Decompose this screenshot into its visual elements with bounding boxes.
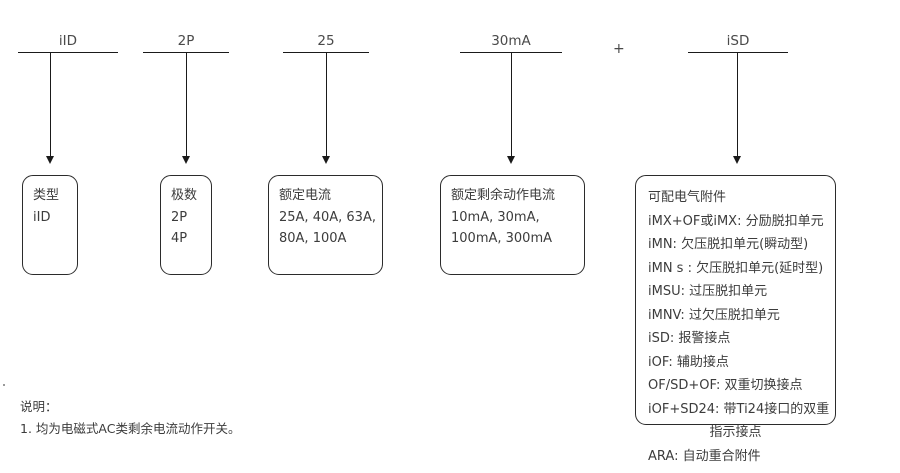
notes-block: 说明： 1. 均为电磁式AC类剩余电流动作开关。 xyxy=(20,396,240,440)
accessory-item: OF/SD+OF: 双重切换接点 xyxy=(648,378,803,393)
plus-symbol: + xyxy=(613,41,625,57)
accessory-item: iSD: 报警接点 xyxy=(648,331,731,346)
accessory-item: iMSU: 过压脱扣单元 xyxy=(648,284,768,299)
connector-arrowhead-poles xyxy=(182,156,190,164)
box-title: 可配电气附件 xyxy=(648,190,727,205)
code-segment-current: 25 xyxy=(283,33,369,53)
code-segment-rule xyxy=(688,52,788,53)
code-segment-label: 2P xyxy=(177,33,195,49)
box-title: 额定电流 xyxy=(279,188,332,203)
box-value: 2P xyxy=(171,209,188,225)
connector-line-current xyxy=(326,53,327,158)
accessory-item: iOF+SD24: 带Ti24接口的双重 xyxy=(648,401,830,417)
accessory-item: iMN: 欠压脱扣单元(瞬动型) xyxy=(648,237,809,252)
accessory-item: iMX+OF或iMX: 分励脱扣单元 xyxy=(648,213,824,229)
connector-line-residual xyxy=(511,53,512,158)
box-rated-current: 额定电流 25A, 40A, 63A, 80A, 100A xyxy=(268,175,383,275)
notes-item: 1. 均为电磁式AC类剩余电流动作开关。 xyxy=(20,421,241,436)
code-segment-label: iID xyxy=(58,33,78,49)
box-value: 4P xyxy=(171,231,188,246)
code-segment-label: 30mA xyxy=(491,33,531,49)
code-segment-residual: 30mA xyxy=(460,33,562,53)
accessory-item-continuation: 指示接点 xyxy=(709,425,762,440)
box-value: 25A, 40A, 63A, xyxy=(279,209,376,225)
accessory-item: iMN s : 欠压脱扣单元(延时型) xyxy=(648,260,824,276)
stray-mark xyxy=(3,384,5,386)
connector-line-poles xyxy=(186,53,187,158)
box-electrical-accessories: 可配电气附件 iMX+OF或iMX: 分励脱扣单元 iMN: 欠压脱扣单元(瞬动… xyxy=(635,175,836,464)
box-value: 80A, 100A xyxy=(279,231,347,246)
code-segment-accessory: iSD xyxy=(688,33,788,53)
box-value: iID xyxy=(33,209,51,225)
box-title: 类型 xyxy=(33,188,60,203)
box-title: 极数 xyxy=(171,188,198,203)
box-value: 10mA, 30mA, xyxy=(451,209,540,225)
accessory-item: iMNV: 过欠压脱扣单元 xyxy=(648,307,780,323)
connector-arrowhead-current xyxy=(322,156,330,164)
accessory-item: iOF: 辅助接点 xyxy=(648,354,729,370)
code-segment-label: 25 xyxy=(317,33,335,49)
connector-arrowhead-residual xyxy=(507,156,515,164)
box-value: 100mA, 300mA xyxy=(451,231,553,246)
code-segment-poles: 2P xyxy=(143,33,229,53)
accessory-item: ARA: 自动重合附件 xyxy=(648,448,761,464)
code-segment-rule xyxy=(460,52,562,53)
connector-line-accessory xyxy=(737,53,738,158)
box-rated-residual-current: 额定剩余动作电流 10mA, 30mA, 100mA, 300mA xyxy=(440,175,585,275)
code-segment-label: iSD xyxy=(726,33,750,49)
connector-line-type xyxy=(50,53,51,158)
box-poles: 极数 2P 4P xyxy=(160,175,212,275)
notes-heading: 说明： xyxy=(20,399,58,414)
code-segment-rule xyxy=(143,52,229,53)
code-segment-type: iID xyxy=(18,33,118,53)
box-type: 类型 iID xyxy=(22,175,78,275)
code-segment-rule xyxy=(283,52,369,53)
connector-arrowhead-type xyxy=(46,156,54,164)
connector-arrowhead-accessory xyxy=(733,156,741,164)
code-segment-rule xyxy=(18,52,118,53)
box-title: 额定剩余动作电流 xyxy=(451,188,556,203)
